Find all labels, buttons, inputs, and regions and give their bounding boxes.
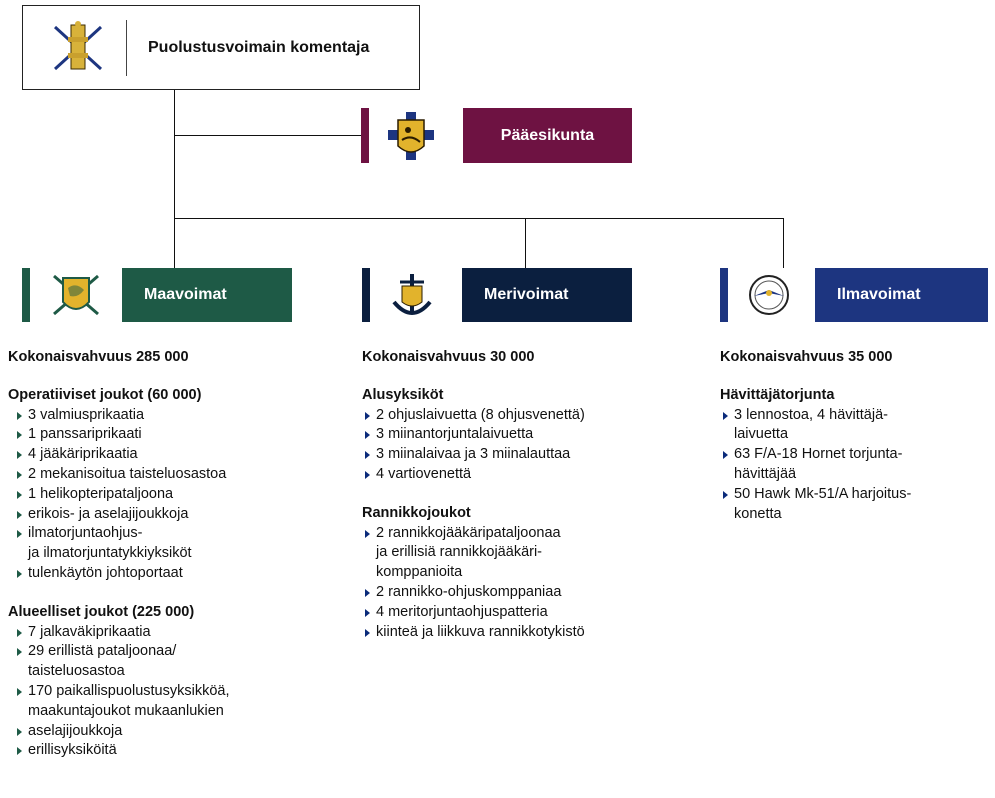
list-item: 63 F/A-18 Hornet torjunta- hävittäjää: [720, 445, 990, 485]
list-item: 4 jääkäriprikaatia: [14, 445, 338, 465]
section-heading: Operatiiviset joukot (60 000): [8, 386, 202, 403]
list-item: tulenkäytön johtoportaat: [14, 564, 338, 584]
merivoimat-details: Kokonaisvahvuus 30 000 Alusyksiköt 2 ohj…: [362, 348, 702, 661]
unit-list: 3 valmiusprikaatia 1 panssariprikaati 4 …: [14, 406, 338, 584]
list-item: ilmatorjuntaohjus- ja ilmatorjuntatykkiy…: [14, 524, 338, 564]
list-item: erillisyksiköitä: [14, 741, 338, 761]
merivoimat-total: Kokonaisvahvuus 30 000: [362, 349, 535, 365]
list-item: kiinteä ja liikkuva rannikkotykistö: [362, 623, 702, 643]
ilmavoimat-box: Ilmavoimat: [815, 268, 988, 322]
unit-list: 2 ohjuslaivuetta (8 ohjusvenettä) 3 miin…: [362, 406, 702, 485]
commander-title: Puolustusvoimain komentaja: [148, 38, 370, 56]
crossed-swords-cannon-icon: [53, 21, 103, 71]
connector-hq: [174, 135, 362, 136]
paaesikunta-box: Pääesikunta: [463, 108, 632, 163]
maavoimat-total: Kokonaisvahvuus 285 000: [8, 349, 189, 365]
section-heading: Alusyksiköt: [362, 386, 444, 403]
list-item: 170 paikallispuolustusyksikköä, maakunta…: [14, 682, 338, 722]
maavoimat-details: Kokonaisvahvuus 285 000 Operatiiviset jo…: [8, 348, 338, 780]
unit-list: 7 jalkaväkiprikaatia 29 erillistä patalj…: [14, 623, 338, 762]
section-heading: Hävittäjätorjunta: [720, 386, 835, 403]
list-item: 2 rannikko-ohjuskomppaniaa: [362, 583, 702, 603]
merivoimat-stripe: [362, 268, 370, 322]
list-item: 50 Hawk Mk-51/A harjoitus- konetta: [720, 485, 990, 525]
ilmavoimat-total: Kokonaisvahvuus 35 000: [720, 349, 893, 365]
list-item: 3 miinantorjuntalaivuetta: [362, 425, 702, 445]
list-item: 3 valmiusprikaatia: [14, 406, 338, 426]
merivoimat-box: Merivoimat: [462, 268, 632, 322]
lion-cross-emblem-icon: [388, 112, 434, 160]
list-item: 4 vartiovenettä: [362, 465, 702, 485]
ilmavoimat-details: Kokonaisvahvuus 35 000 Hävittäjätorjunta…: [720, 348, 990, 543]
army-lion-emblem-icon: [53, 274, 99, 316]
list-item: 7 jalkaväkiprikaatia: [14, 623, 338, 643]
list-item: 1 panssariprikaati: [14, 425, 338, 445]
list-item: 1 helikopteripataljoona: [14, 485, 338, 505]
paaesikunta-stripe: [361, 108, 369, 163]
list-item: 4 meritorjuntaohjuspatteria: [362, 603, 702, 623]
list-item: erikois- ja aselajijoukkoja: [14, 505, 338, 525]
connector-trunk: [174, 90, 175, 268]
unit-list: 3 lennostoa, 4 hävittäjä- laivuetta 63 F…: [720, 406, 990, 525]
list-item: aselajijoukkoja: [14, 722, 338, 742]
commander-separator: [126, 20, 127, 76]
section-heading: Alueelliset joukot (225 000): [8, 603, 195, 620]
maavoimat-box: Maavoimat: [122, 268, 292, 322]
maavoimat-stripe: [22, 268, 30, 322]
navy-anchor-emblem-icon: [392, 274, 432, 315]
air-force-eagle-emblem-icon: [749, 275, 789, 315]
unit-list: 2 rannikkojääkäripataljoonaa ja erillisi…: [362, 524, 702, 643]
connector-branches: [174, 218, 784, 219]
list-item: 29 erillistä pataljoonaa/ taisteluosasto…: [14, 642, 338, 682]
connector-merivoimat: [525, 218, 526, 268]
connector-ilmavoimat: [783, 218, 784, 268]
commander-box: Puolustusvoimain komentaja: [22, 5, 420, 90]
section-heading: Rannikkojoukot: [362, 504, 471, 521]
list-item: 2 rannikkojääkäripataljoonaa ja erillisi…: [362, 524, 702, 583]
list-item: 2 mekanisoitua taisteluosastoa: [14, 465, 338, 485]
list-item: 3 lennostoa, 4 hävittäjä- laivuetta: [720, 406, 990, 446]
list-item: 3 miinalaivaa ja 3 miinalauttaa: [362, 445, 702, 465]
ilmavoimat-stripe: [720, 268, 728, 322]
list-item: 2 ohjuslaivuetta (8 ohjusvenettä): [362, 406, 702, 426]
